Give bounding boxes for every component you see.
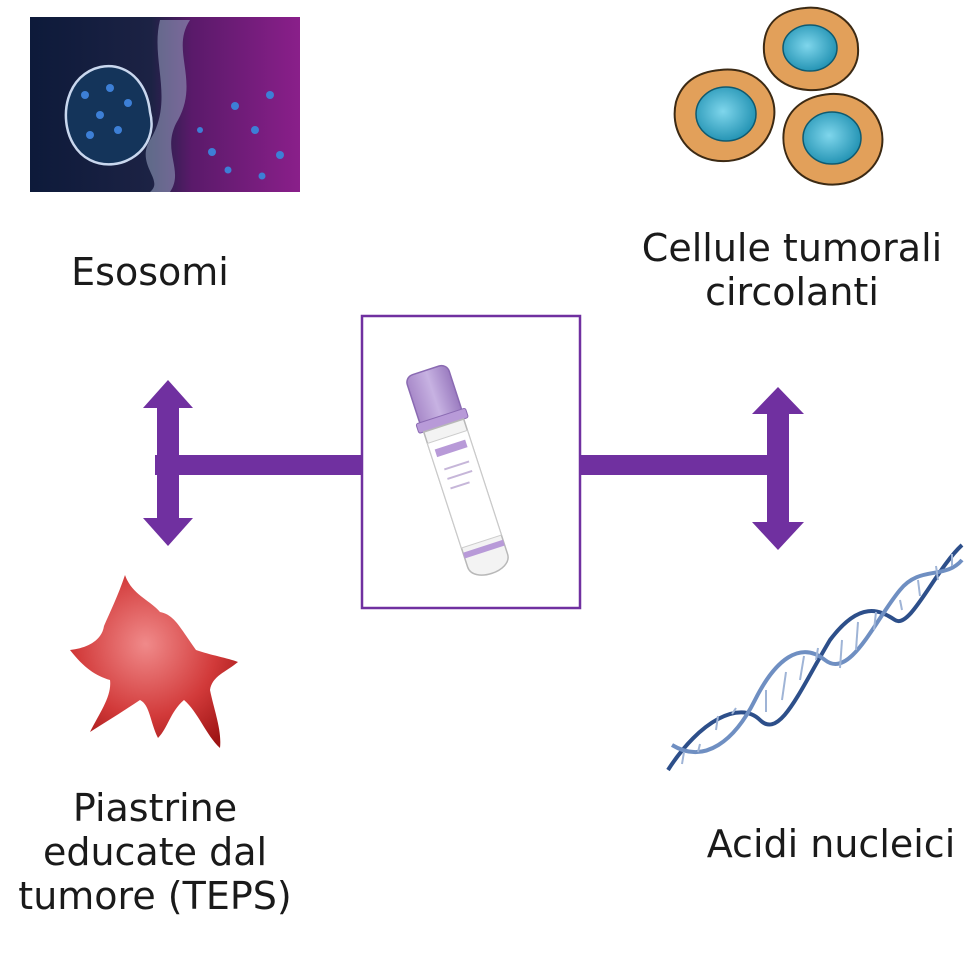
right-connector (580, 387, 804, 550)
label-line: Esosomi (71, 250, 229, 294)
label-circulating-tumor-cells: Cellule tumorali circolanti (612, 226, 972, 314)
label-line: Acidi nucleici (706, 822, 956, 866)
label-line: Cellule tumorali (641, 226, 943, 270)
platelet-image (70, 575, 238, 748)
exosome-image (30, 17, 300, 192)
label-line: tumore (TEPS) (18, 874, 292, 918)
label-tumor-educated-platelets: Piastrine educate dal tumore (TEPS) (0, 786, 310, 918)
blood-collection-tube (360, 314, 582, 610)
tumor-cells-image (673, 6, 884, 186)
label-line: Piastrine (72, 786, 238, 830)
label-line: circolanti (705, 270, 879, 314)
label-line: educate dal (42, 830, 268, 874)
label-exosomes: Esosomi (30, 250, 270, 294)
label-nucleic-acids: Acidi nucleici (690, 822, 972, 866)
left-connector (143, 380, 365, 546)
dna-helix-image (666, 543, 964, 772)
